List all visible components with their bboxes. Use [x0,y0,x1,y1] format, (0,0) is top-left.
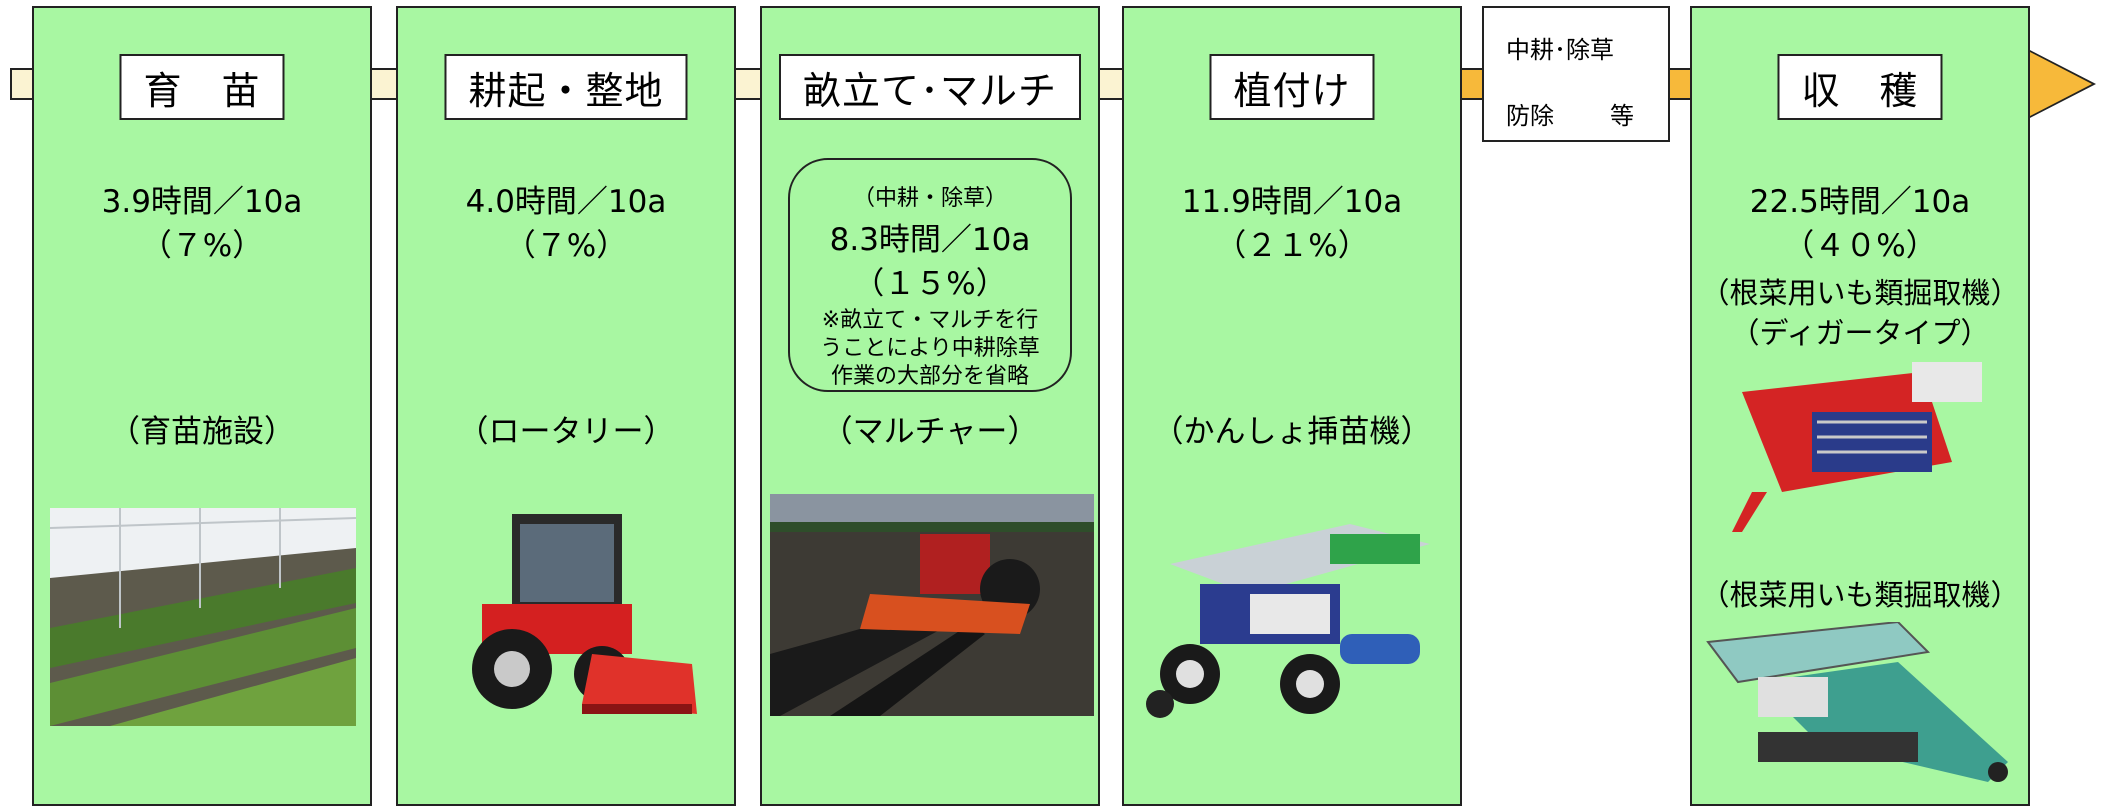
work-time: 8.3時間／10a [829,222,1031,258]
task-etc: 等 [1610,102,1634,130]
note-line-1: ※畝立て・マルチを行 [821,308,1039,333]
transplanter-photo [1130,504,1456,728]
machine-label: （かんしょ挿苗機） [1152,414,1432,450]
sub-task: （中耕・除草） [852,186,1007,211]
work-share: （７%） [140,228,264,264]
machine-label: （マルチャー） [821,414,1039,450]
note-line-2: うことにより中耕除草 [820,336,1040,361]
stage-title: 育 苗 [119,54,285,120]
digger-photo [1722,342,2002,542]
stage-ridging-mulch: 畝立て･マルチ （中耕・除草） 8.3時間／10a （１５%） ※畝立て・マルチ… [760,6,1100,806]
machine-label: （育苗施設） [109,414,295,450]
tractor-rotary-photo [442,504,702,734]
stage-harvest: 収 穫 22.5時間／10a （４０%） （根菜用いも類掘取機） （ディガータイ… [1690,6,2030,806]
stage-title: 耕起・整地 [444,54,688,120]
arrow-segment [1460,68,1484,100]
stage-tillage: 耕起・整地 4.0時間／10a （７%） （ロータリー） [396,6,736,806]
bracket-box [788,158,1072,392]
work-share: （１５%） [853,266,1007,302]
machine-label: （ロータリー） [457,414,675,450]
work-time: 22.5時間／10a [1749,184,1971,220]
stage-title: 植付け [1209,54,1375,120]
arrow-segment [1668,68,1692,100]
work-time: 4.0時間／10a [465,184,667,220]
task-weeding: 中耕･除草 [1506,36,1614,64]
stage-planting: 植付け 11.9時間／10a （２１%） （かんしょ挿苗機） [1122,6,1462,806]
task-pest-control: 防除 [1506,102,1554,130]
stage-title: 畝立て･マルチ [778,54,1082,120]
work-share: （２１%） [1215,228,1369,264]
harvester-photo [1698,622,2024,794]
machine-type-label: （ディガータイプ） [1730,316,1990,350]
stage-title: 収 穫 [1777,54,1943,120]
stage-seedling: 育 苗 3.9時間／10a （７%） （育苗施設） [32,6,372,806]
other-tasks-box: 中耕･除草 防除 等 [1482,6,1670,142]
work-share: （４０%） [1783,228,1937,264]
machine-label-harvester: （根菜用いも類掘取機） [1700,578,2020,612]
work-time: 3.9時間／10a [101,184,303,220]
note-line-3: 作業の大部分を省略 [830,364,1029,389]
greenhouse-photo [50,508,356,726]
arrow-head [2030,52,2092,116]
mulcher-photo [770,494,1094,716]
machine-label-digger: （根菜用いも類掘取機） [1700,276,2020,310]
work-time: 11.9時間／10a [1181,184,1403,220]
work-share: （７%） [504,228,628,264]
